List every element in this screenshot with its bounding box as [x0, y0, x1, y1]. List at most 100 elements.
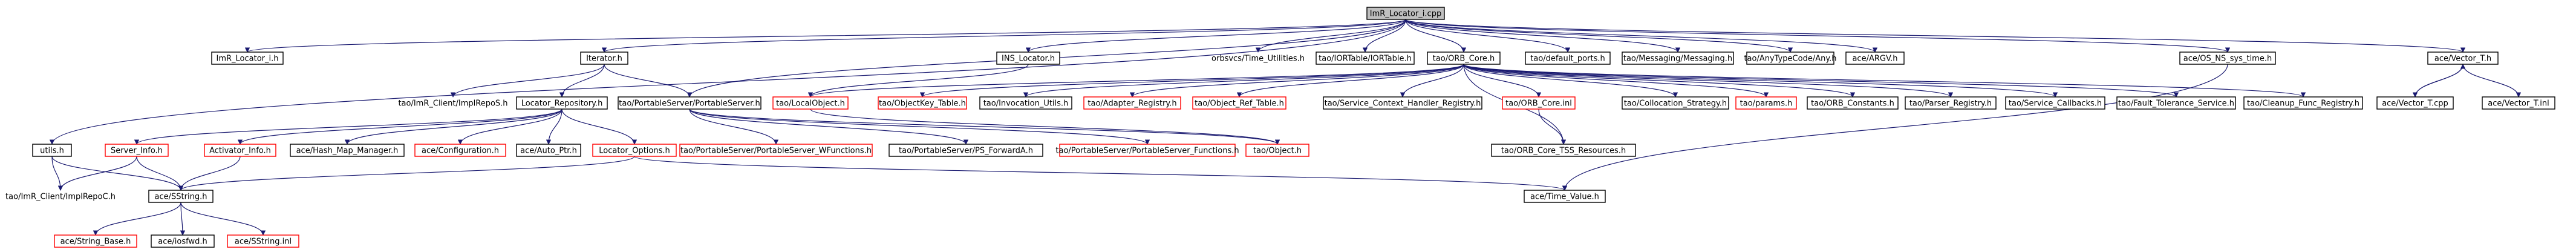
- edge-tao-portableserver-h-to-tao-object-h: [689, 108, 1280, 145]
- edge-iterator-h-to-tao-imr-client-imrepos-h: [450, 64, 605, 98]
- node-tao-orb-constants-h[interactable]: tao/ORB_Constants.h: [1807, 96, 1899, 110]
- node-tao-params-h[interactable]: tao/params.h: [1735, 96, 1797, 110]
- node-label-tao-iortable-h: tao/IORTable/IORTable.h: [1319, 55, 1412, 64]
- node-box-tao-ps-wfunctions-h: [679, 144, 873, 157]
- node-tao-service-context-handler-registry-h[interactable]: tao/Service_Context_Handler_Registry.h: [1323, 96, 1482, 110]
- node-tao-orb-core-h[interactable]: tao/ORB_Core.h: [1427, 51, 1501, 65]
- node-label-ace-time-value-h: ace/Time_Value.h: [1530, 193, 1599, 202]
- node-tao-object-h[interactable]: tao/Object.h: [1245, 144, 1309, 157]
- node-imr-locator-i-h[interactable]: ImR_Locator_i.h: [211, 51, 284, 65]
- node-ace-iosfwd-h[interactable]: ace/iosfwd.h: [151, 234, 215, 248]
- node-box-ins-locator-h: [996, 51, 1060, 65]
- node-box-ace-argv-h: [1845, 51, 1905, 65]
- node-ace-sstring-inl[interactable]: ace/SString.inl: [227, 234, 299, 248]
- node-box-tao-ps-functions-h: [1059, 144, 1236, 157]
- node-ace-time-value-h[interactable]: ace/Time_Value.h: [1524, 190, 1606, 203]
- node-box-tao-localobject-h: [772, 96, 849, 110]
- node-activator-info-h[interactable]: Activator_Info.h: [204, 144, 276, 157]
- edge-ace-vector-t-h-to-ace-vector-t-inl: [2462, 64, 2522, 98]
- node-tao-messaging-h[interactable]: tao/Messaging/Messaging.h: [1622, 51, 1734, 65]
- node-label-tao-params-h: tao/params.h: [1740, 99, 1793, 108]
- node-ace-string-base-h[interactable]: ace/String_Base.h: [54, 234, 137, 248]
- edge-tao-orb-core-h-to-tao-cleanup-func-registry-h: [1463, 64, 2306, 98]
- node-box-tao-orb-core-h: [1427, 51, 1501, 65]
- node-label-ace-hash-map-manager-h: ace/Hash_Map_Manager.h: [296, 147, 399, 156]
- node-orbsvcs-time-utilities-h: orbsvcs/Time_Utilities.h: [1211, 55, 1305, 64]
- edge-imr-locator-i-cpp-to-tao-default-ports-h: [1405, 19, 1571, 53]
- node-tao-default-ports-h[interactable]: tao/default_ports.h: [1525, 51, 1611, 65]
- node-tao-parser-registry-h[interactable]: tao/Parser_Registry.h: [1905, 96, 1997, 110]
- node-label-tao-adapter-registry-h: tao/Adapter_Registry.h: [1087, 99, 1176, 108]
- node-tao-imr-client-imrepos-h: tao/ImR_Client/ImplRepoS.h: [398, 99, 507, 108]
- node-tao-orb-core-tss-resources-h[interactable]: tao/ORB_Core_TSS_Resources.h: [1491, 144, 1636, 157]
- node-ace-os-ns-sys-time-h[interactable]: ace/OS_NS_sys_time.h: [2179, 51, 2276, 65]
- edge-locator-options-h-to-ace-sstring-h: [178, 156, 635, 191]
- node-box-tao-adapter-registry-h: [1083, 96, 1181, 110]
- node-tao-adapter-registry-h[interactable]: tao/Adapter_Registry.h: [1083, 96, 1181, 110]
- node-tao-invocation-utils-h[interactable]: tao/Invocation_Utils.h: [979, 96, 1072, 110]
- node-locator-options-h[interactable]: Locator_Options.h: [592, 144, 677, 157]
- node-ace-sstring-h[interactable]: ace/SString.h: [148, 190, 214, 203]
- node-box-tao-ps-forwarda-h: [889, 144, 1043, 157]
- node-box-server-info-h: [105, 144, 169, 157]
- node-ace-argv-h[interactable]: ace/ARGV.h: [1845, 51, 1905, 65]
- edge-ace-sstring-h-to-ace-iosfwd-h: [180, 202, 186, 236]
- node-ace-vector-t-cpp[interactable]: ace/Vector_T.cpp: [2376, 96, 2454, 110]
- node-label-tao-orb-core-h: tao/ORB_Core.h: [1433, 55, 1495, 64]
- node-box-ace-string-base-h: [54, 234, 137, 248]
- node-label-tao-cleanup-func-registry-h: tao/Cleanup_Func_Registry.h: [2247, 99, 2359, 108]
- node-ace-configuration-h[interactable]: ace/Configuration.h: [414, 144, 506, 157]
- node-label-tao-orb-core-tss-resources-h: tao/ORB_Core_TSS_Resources.h: [1501, 147, 1626, 156]
- node-ins-locator-h[interactable]: INS_Locator.h: [996, 51, 1060, 65]
- node-tao-service-callbacks-h[interactable]: tao/Service_Callbacks.h: [2005, 96, 2105, 110]
- edge-iterator-h-to-tao-portableserver-h: [604, 64, 693, 98]
- edge-iterator-h-to-locator-repository-h: [559, 64, 605, 98]
- node-tao-portableserver-h[interactable]: tao/PortableServer/PortableServer.h: [618, 96, 761, 110]
- node-tao-ps-forwarda-h[interactable]: tao/PortableServer/PS_ForwardA.h: [889, 144, 1043, 157]
- node-tao-cleanup-func-registry-h[interactable]: tao/Cleanup_Func_Registry.h: [2243, 96, 2363, 110]
- node-label-tao-orb-constants-h: tao/ORB_Constants.h: [1811, 99, 1894, 108]
- node-label-ace-os-ns-sys-time-h: ace/OS_NS_sys_time.h: [2183, 55, 2272, 64]
- node-tao-object-ref-table-h[interactable]: tao/Object_Ref_Table.h: [1192, 96, 1286, 110]
- node-ace-hash-map-manager-h[interactable]: ace/Hash_Map_Manager.h: [290, 144, 405, 157]
- node-label-ace-sstring-h: ace/SString.h: [155, 193, 207, 202]
- edge-imr-locator-i-cpp-to-ace-vector-t-h: [1405, 19, 2465, 53]
- node-tao-localobject-h[interactable]: tao/LocalObject.h: [772, 96, 849, 110]
- edge-tao-orb-core-h-to-tao-parser-registry-h: [1463, 64, 1953, 98]
- node-box-iterator-h: [580, 51, 628, 65]
- edge-imr-locator-i-cpp-to-tao-iortable-h: [1362, 19, 1406, 53]
- node-tao-ps-wfunctions-h[interactable]: tao/PortableServer/PortableServer_WFunct…: [679, 144, 873, 157]
- node-tao-iortable-h[interactable]: tao/IORTable/IORTable.h: [1316, 51, 1415, 65]
- node-utils-h[interactable]: utils.h: [32, 144, 72, 157]
- node-label-iterator-h: Iterator.h: [586, 55, 622, 64]
- node-box-tao-messaging-h: [1622, 51, 1734, 65]
- node-ace-auto-ptr-h[interactable]: ace/Auto_Ptr.h: [516, 144, 581, 157]
- node-label-tao-invocation-utils-h: tao/Invocation_Utils.h: [983, 99, 1069, 108]
- node-ace-vector-t-h[interactable]: ace/Vector_T.h: [2427, 51, 2499, 65]
- node-tao-anytypecode-h[interactable]: tao/AnyTypeCode/Any.h: [1744, 51, 1837, 65]
- edge-tao-orb-core-h-to-tao-orb-core-inl: [1463, 64, 1542, 98]
- edge-tao-orb-core-h-to-tao-service-callbacks-h: [1463, 64, 2058, 98]
- node-tao-collocation-strategy-h[interactable]: tao/Collocation_Strategy.h: [1622, 96, 1729, 110]
- edge-imr-locator-i-cpp-to-iterator-h: [602, 19, 1406, 53]
- node-tao-orb-core-inl[interactable]: tao/ORB_Core.inl: [1502, 96, 1576, 110]
- node-label-imr-locator-i-cpp: ImR_Locator_i.cpp: [1370, 10, 1441, 19]
- edge-tao-orb-core-h-to-tao-adapter-registry-h: [1129, 64, 1464, 98]
- node-box-tao-objectkey-table-h: [878, 96, 967, 110]
- edge-tao-orb-core-h-to-tao-params-h: [1463, 64, 1769, 98]
- node-server-info-h[interactable]: Server_Info.h: [105, 144, 169, 157]
- edge-server-info-h-to-tao-imr-client-imrepoc-h: [57, 156, 137, 191]
- node-iterator-h[interactable]: Iterator.h: [580, 51, 628, 65]
- node-label-tao-collocation-strategy-h: tao/Collocation_Strategy.h: [1624, 99, 1727, 108]
- node-tao-ps-functions-h[interactable]: tao/PortableServer/PortableServer_Functi…: [1055, 144, 1239, 157]
- node-locator-repository-h[interactable]: Locator_Repository.h: [516, 96, 608, 110]
- node-box-activator-info-h: [204, 144, 276, 157]
- node-box-ace-vector-t-inl: [2482, 96, 2555, 110]
- edge-server-info-h-to-ace-sstring-h: [136, 156, 184, 191]
- edge-imr-locator-i-cpp-to-ace-os-ns-sys-time-h: [1405, 19, 2230, 53]
- node-tao-fault-tolerance-service-h[interactable]: tao/Fault_Tolerance_Service.h: [2116, 96, 2236, 110]
- edge-tao-orb-core-h-to-tao-object-ref-table-h: [1236, 64, 1464, 98]
- node-ace-vector-t-inl[interactable]: ace/Vector_T.inl: [2482, 96, 2555, 110]
- node-tao-objectkey-table-h[interactable]: tao/ObjectKey_Table.h: [878, 96, 967, 110]
- node-box-tao-parser-registry-h: [1905, 96, 1997, 110]
